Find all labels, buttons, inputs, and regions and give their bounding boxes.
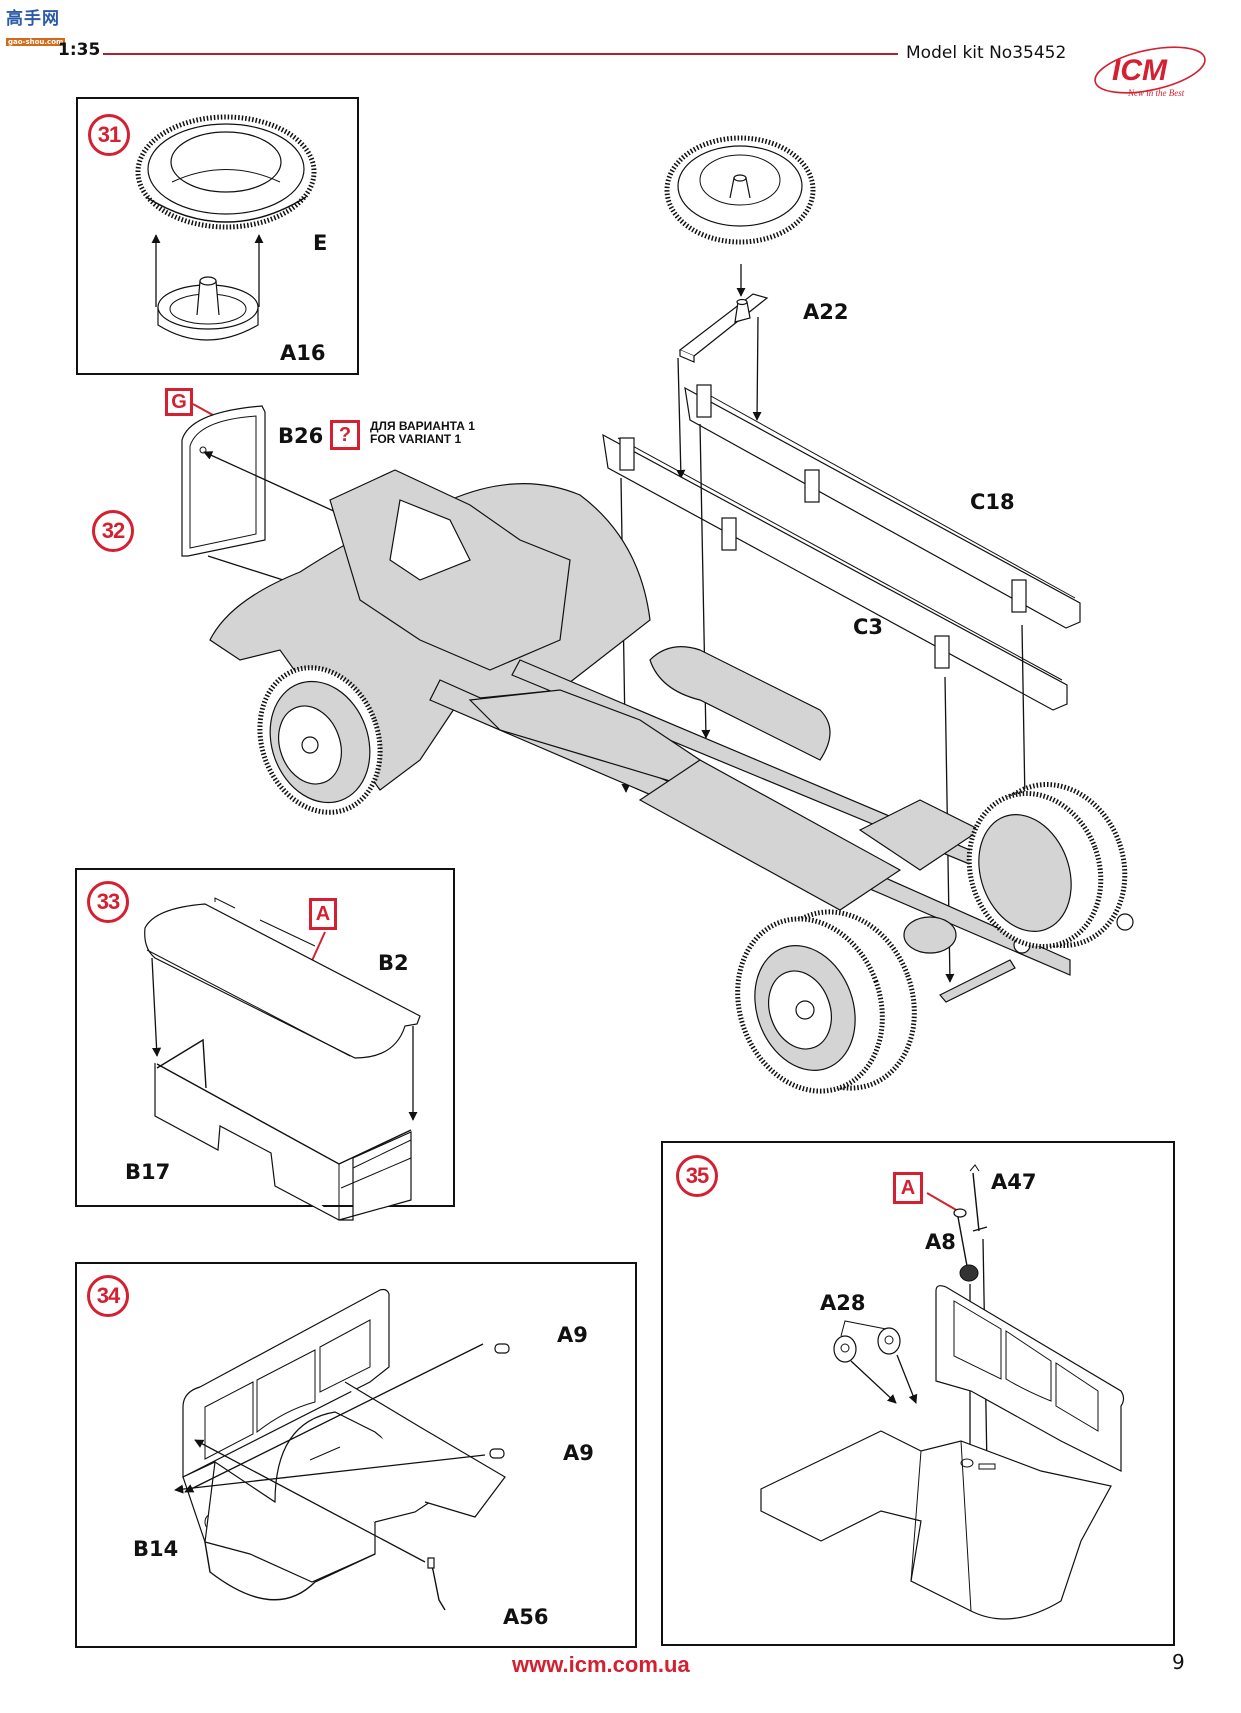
part-label-A9-upper: A9	[557, 1323, 588, 1347]
knob-part-A9	[494, 1343, 510, 1354]
part-label-A8: A8	[925, 1230, 956, 1254]
part-label-B26: B26	[278, 424, 324, 448]
assembly-arrow	[676, 357, 686, 479]
spare-wheel	[664, 135, 816, 245]
scale-label: 1:35	[58, 40, 101, 60]
part-label-A22: A22	[803, 300, 849, 324]
variant-note-ru: ДЛЯ ВАРИАНТА 1	[370, 419, 475, 433]
paint-leader-line	[926, 1192, 959, 1212]
part-label-A9-lower: A9	[563, 1441, 594, 1465]
front-wheel	[257, 665, 383, 815]
assembly-arrow	[752, 316, 762, 421]
wheel-hub-icon	[157, 276, 259, 341]
step-34-badge: 34	[87, 1275, 129, 1317]
part-label-A47: A47	[991, 1170, 1037, 1194]
part-label-A16: A16	[280, 341, 326, 365]
assembly-arrow	[151, 957, 162, 1057]
step-33-badge: 33	[87, 881, 129, 923]
rear-differential	[903, 916, 957, 954]
kit-number: Model kit No35452	[906, 43, 1067, 63]
rail-part-C18	[684, 384, 1081, 629]
assembly-arrow	[896, 1354, 918, 1404]
step-31-badge: 31	[88, 114, 130, 156]
pedal-part-A28	[833, 1320, 901, 1363]
part-label-B14: B14	[133, 1537, 179, 1561]
variant-note: ДЛЯ ВАРИАНТА 1 FOR VARIANT 1	[370, 420, 475, 446]
part-label-A56: A56	[503, 1605, 549, 1629]
logo-tagline: New in the Best	[1127, 88, 1185, 98]
variant-note-en: FOR VARIANT 1	[370, 432, 462, 446]
watermark-url: gao-shou.com	[6, 38, 66, 46]
assembly-arrow	[174, 1454, 486, 1494]
logo-text: ICM	[1112, 54, 1168, 87]
paint-marker-A: A	[309, 898, 337, 930]
part-label-C3: C3	[853, 615, 884, 639]
rear-wheel-right	[966, 782, 1128, 949]
assembly-arrow	[203, 451, 350, 519]
mudflap-bracket	[939, 959, 1016, 1003]
cab-floor-assembly	[760, 1285, 1125, 1620]
watermark-logo: 高手网 gao-shou.com	[6, 4, 72, 46]
mudflap-part-B26	[181, 405, 266, 557]
footer-website-link[interactable]: www.icm.com.ua	[512, 1652, 690, 1677]
tire-icon	[135, 114, 317, 230]
assembly-arrow	[850, 1360, 897, 1404]
assembly-arrow	[194, 1439, 426, 1563]
variant-note-icon: ?	[330, 420, 360, 450]
page-number: 9	[1172, 1650, 1185, 1674]
paint-marker-G: G	[165, 388, 193, 416]
step-31-illustration	[135, 114, 317, 341]
rail-part-C3	[602, 433, 1068, 711]
step-34-illustration	[174, 1288, 510, 1611]
truck-chassis	[209, 469, 1134, 976]
watermark-chars: 高手网	[6, 9, 60, 29]
seat-box-part-B17	[154, 1038, 412, 1221]
part-label-C18: C18	[970, 490, 1015, 514]
assembly-arrow	[184, 1343, 484, 1493]
handbrake-part-A47	[969, 1164, 988, 1232]
gear-lever-part-A8	[953, 1208, 979, 1282]
step-32-badge: 32	[92, 510, 134, 552]
icm-logo: ICM New in the Best	[1094, 46, 1206, 98]
part-label-B17: B17	[125, 1160, 171, 1184]
part-label-B2: B2	[378, 951, 409, 975]
paint-marker-A: A	[893, 1172, 923, 1204]
knob-part-A9	[489, 1448, 505, 1459]
step-33-illustration	[144, 897, 421, 1221]
logo-swoosh	[1094, 46, 1206, 94]
rear-wheel-left	[735, 909, 917, 1094]
step-35-illustration	[760, 1164, 1125, 1620]
step-35-badge: 35	[676, 1155, 718, 1197]
part-label-A28: A28	[820, 1291, 866, 1315]
seat-lid-part-B2	[144, 897, 421, 1059]
pedal-part-A56	[427, 1557, 446, 1611]
spare-wheel-mount-A22	[678, 293, 769, 363]
cab-floor-part-B14	[182, 1288, 506, 1601]
header-rule	[103, 53, 898, 55]
part-label-E: E	[313, 231, 328, 255]
